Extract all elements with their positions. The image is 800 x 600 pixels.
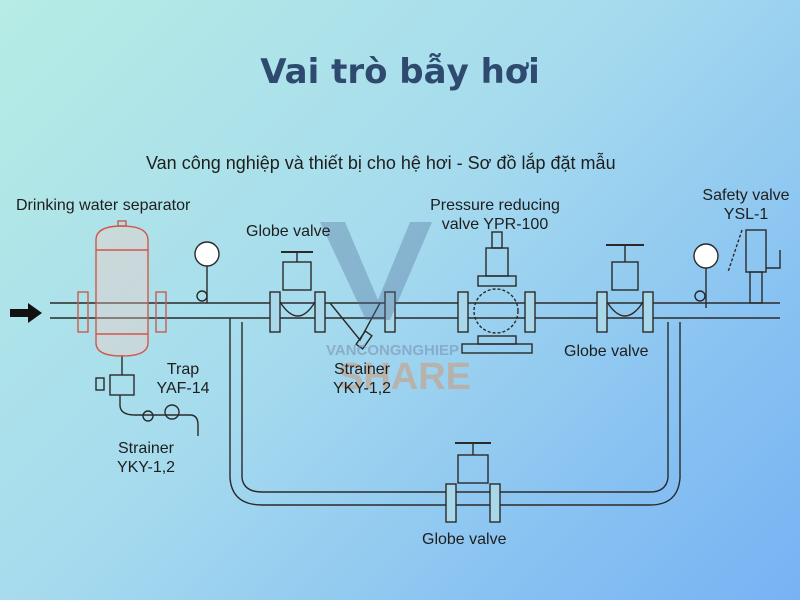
label-globe-valve-2: Globe valve [564,343,649,360]
globe-valve-2 [596,244,654,333]
label-globe-valve-1: Globe valve [246,223,331,240]
globe-valve-bypass [445,442,501,523]
label-line: YKY-1,2 [332,380,392,397]
bypass-pipe [229,318,681,506]
watermark-text-share: SHARE [338,356,472,398]
strainer-mid [329,291,396,350]
flow-arrow-icon [10,303,42,323]
label-globe-valve-bypass: Globe valve [422,531,507,548]
label-line: YAF-14 [156,380,210,397]
label-safety-valve: Safety valve YSL-1 [690,186,800,224]
separator-vessel [77,220,167,357]
label-line: Safety valve [702,187,790,204]
label-line: YKY-1,2 [116,459,176,476]
label-line: Strainer [333,361,391,378]
pressure-gauge-right [693,243,719,308]
label-pressure-reducing-valve: Pressure reducing valve YPR-100 [410,196,580,234]
label-strainer-mid: Strainer YKY-1,2 [322,360,402,398]
steam-trap [95,355,199,436]
label-line: Trap [166,361,200,378]
label-strainer-left: Strainer YKY-1,2 [106,439,186,477]
label-separator: Drinking water separator [16,197,191,214]
globe-valve-1 [269,251,326,333]
diagram-subtitle: Van công nghiệp và thiết bị cho hệ hơi -… [146,153,616,173]
label-trap: Trap YAF-14 [148,360,218,398]
label-line: Pressure reducing [430,197,560,214]
label-line: valve YPR-100 [441,216,549,233]
main-pipe [50,302,780,319]
pressure-gauge-left [194,241,220,303]
label-line: Strainer [117,440,175,457]
watermark-logo [320,222,432,320]
safety-valve [727,229,781,304]
pressure-reducing-valve [457,231,536,354]
page-title: Vai trò bẫy hơi [260,52,540,92]
label-line: YSL-1 [723,206,769,223]
watermark-text: VANCONGNGHIEP [326,342,460,359]
